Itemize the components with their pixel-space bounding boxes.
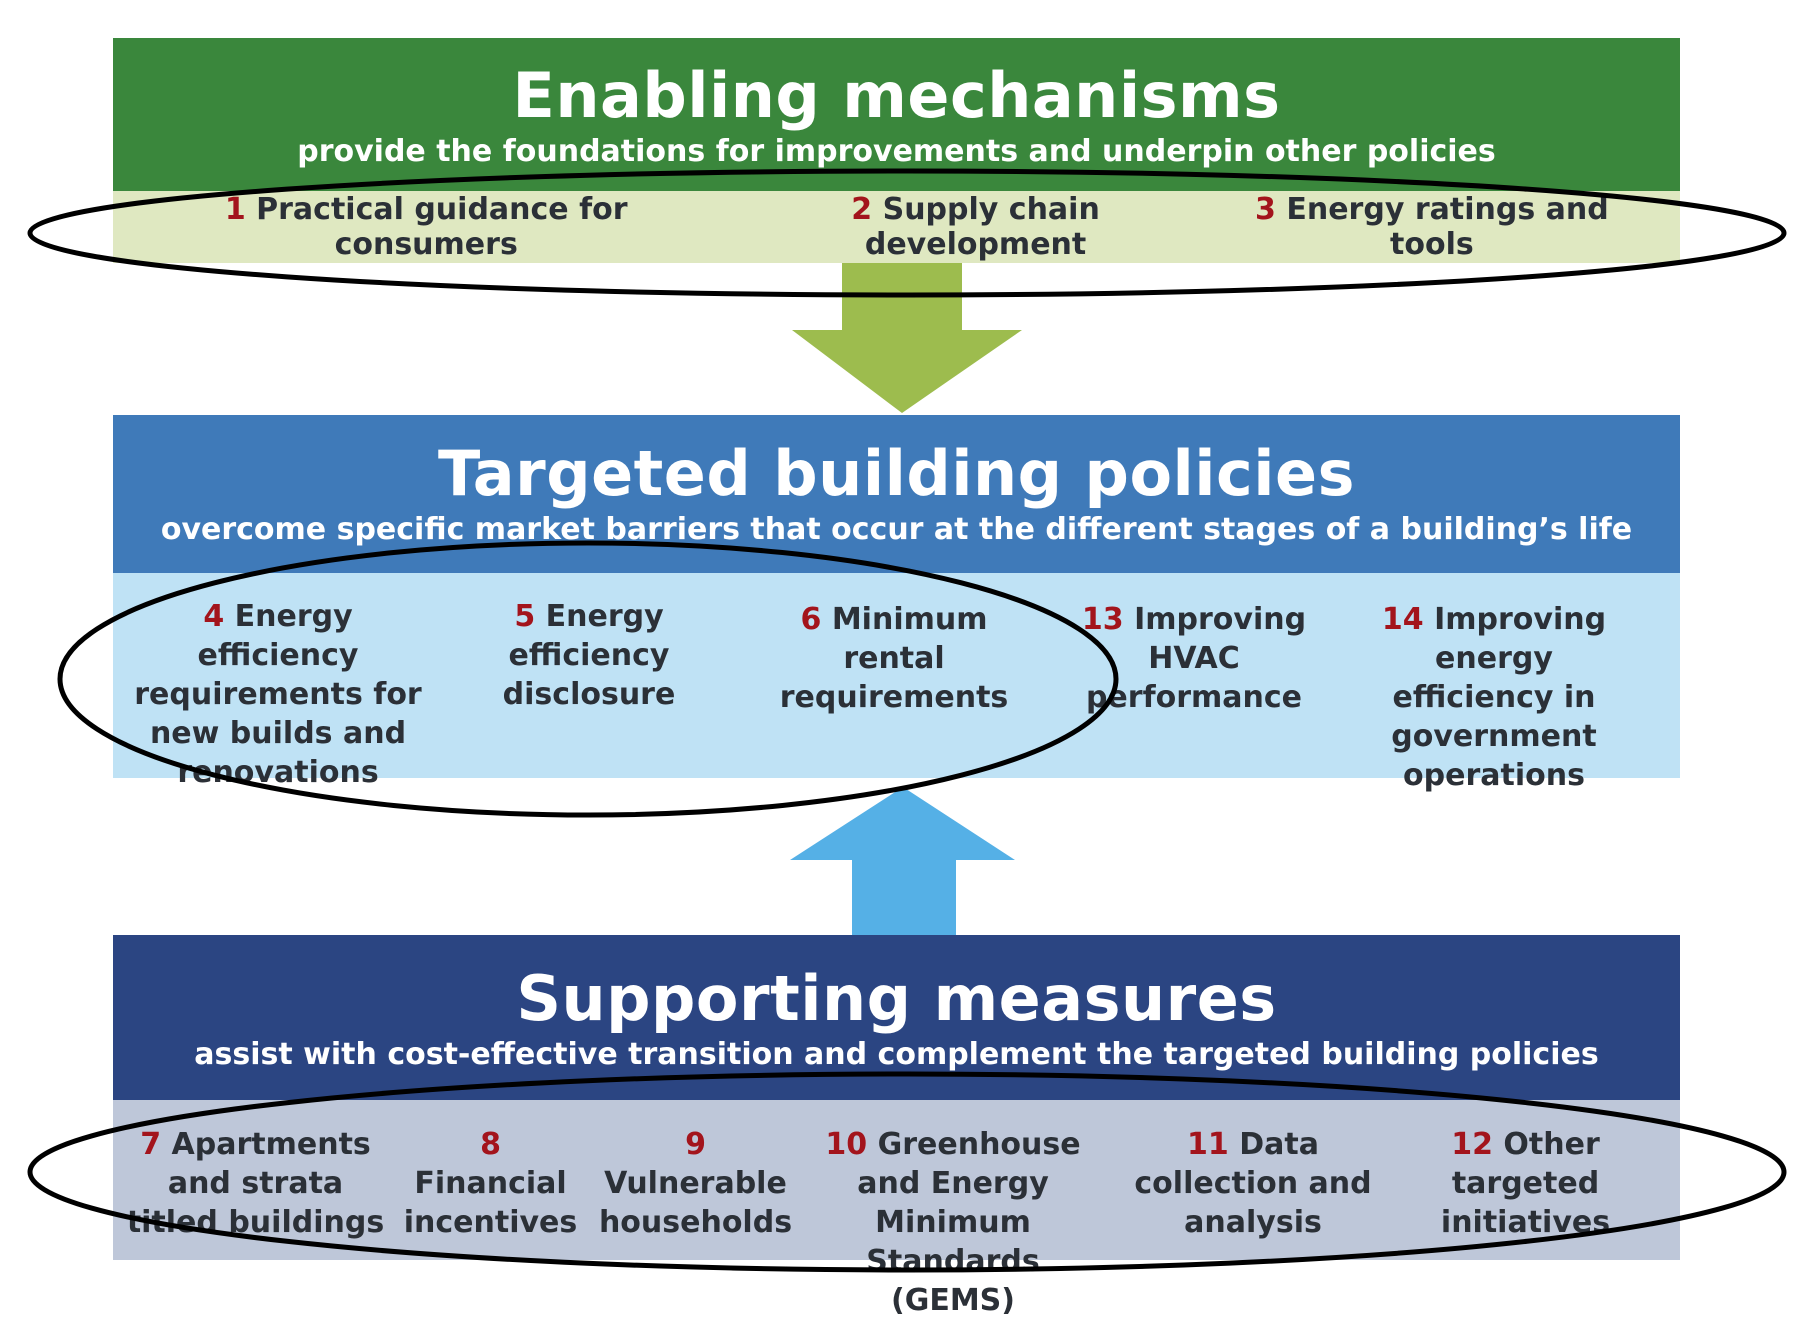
item-number: 11 xyxy=(1187,1127,1229,1162)
supporting-measures-subtitle: assist with cost-effective transition an… xyxy=(194,1037,1599,1072)
enabling-item-3: 3 Energy ratings and tools xyxy=(1212,192,1652,262)
supporting-item-7: 7 Apartments and strata titled buildings xyxy=(118,1125,393,1260)
item-number: 14 xyxy=(1381,602,1424,637)
item-text: Improving HVAC performance xyxy=(1085,602,1307,715)
enabling-mechanisms-subtitle: provide the foundations for improvements… xyxy=(297,134,1496,169)
item-number: 7 xyxy=(140,1127,162,1162)
item-number: 5 xyxy=(514,599,536,634)
item-text: Greenhouse and Energy Minimum Standards … xyxy=(857,1127,1081,1318)
item-text: Supply chain development xyxy=(864,192,1100,262)
targeted-item-5: 5 Energy efficiency disclosure xyxy=(439,597,739,778)
item-number: 4 xyxy=(203,599,225,634)
item-text: Practical guidance for consumers xyxy=(256,192,628,262)
targeted-item-6: 6 Minimum rental requirements xyxy=(749,597,1039,778)
item-text: Improving energy efficiency in governmen… xyxy=(1391,602,1607,793)
supporting-measures-title: Supporting measures xyxy=(516,962,1277,1035)
supporting-measures-header: Supporting measures assist with cost-eff… xyxy=(113,935,1680,1100)
supporting-item-12: 12 Other targeted initiatives xyxy=(1398,1125,1653,1260)
targeted-item-13: 13 Improving HVAC performance xyxy=(1049,597,1339,778)
enabling-mechanisms-title: Enabling mechanisms xyxy=(512,59,1281,132)
item-number: 2 xyxy=(851,192,873,227)
item-text: Energy ratings and tools xyxy=(1286,192,1609,262)
targeted-policies-items: 4 Energy efficiency requirements for new… xyxy=(113,573,1680,793)
item-text: Financial incentives xyxy=(403,1166,578,1240)
enabling-mechanisms-items: 1 Practical guidance for consumers 2 Sup… xyxy=(113,191,1680,263)
item-number: 6 xyxy=(800,602,822,637)
targeted-item-14: 14 Improving energy efficiency in govern… xyxy=(1359,597,1629,793)
enabling-item-2: 2 Supply chain development xyxy=(739,192,1211,262)
item-number: 12 xyxy=(1451,1127,1493,1162)
item-number: 1 xyxy=(224,192,246,227)
supporting-measures-items: 7 Apartments and strata titled buildings… xyxy=(113,1100,1680,1318)
item-number: 10 xyxy=(825,1127,868,1162)
item-number: 3 xyxy=(1255,192,1276,227)
item-text: Vulnerable households xyxy=(598,1166,793,1240)
targeted-policies-title: Targeted building policies xyxy=(438,437,1355,510)
supporting-item-10: 10 Greenhouse and Energy Minimum Standar… xyxy=(803,1125,1103,1318)
item-text: Apartments and strata titled buildings xyxy=(126,1127,385,1240)
up-arrow-icon xyxy=(790,787,1015,935)
targeted-policies-header: Targeted building policies overcome spec… xyxy=(113,415,1680,573)
item-text: Energy efficiency requirements for new b… xyxy=(134,599,422,790)
enabling-mechanisms-header: Enabling mechanisms provide the foundati… xyxy=(113,38,1680,191)
supporting-item-8: 8 Financial incentives xyxy=(403,1125,578,1260)
targeted-item-4: 4 Energy efficiency requirements for new… xyxy=(133,597,423,790)
item-number: 9 xyxy=(685,1127,706,1162)
supporting-item-9: 9 Vulnerable households xyxy=(598,1125,793,1260)
item-number: 8 xyxy=(480,1127,501,1162)
down-arrow-icon xyxy=(792,263,1022,413)
targeted-policies-subtitle: overcome specific market barriers that o… xyxy=(160,512,1633,547)
supporting-item-11: 11 Data collection and analysis xyxy=(1123,1125,1383,1260)
item-number: 13 xyxy=(1081,602,1124,637)
enabling-item-1: 1 Practical guidance for consumers xyxy=(133,192,719,262)
item-text: Data collection and analysis xyxy=(1134,1127,1372,1240)
